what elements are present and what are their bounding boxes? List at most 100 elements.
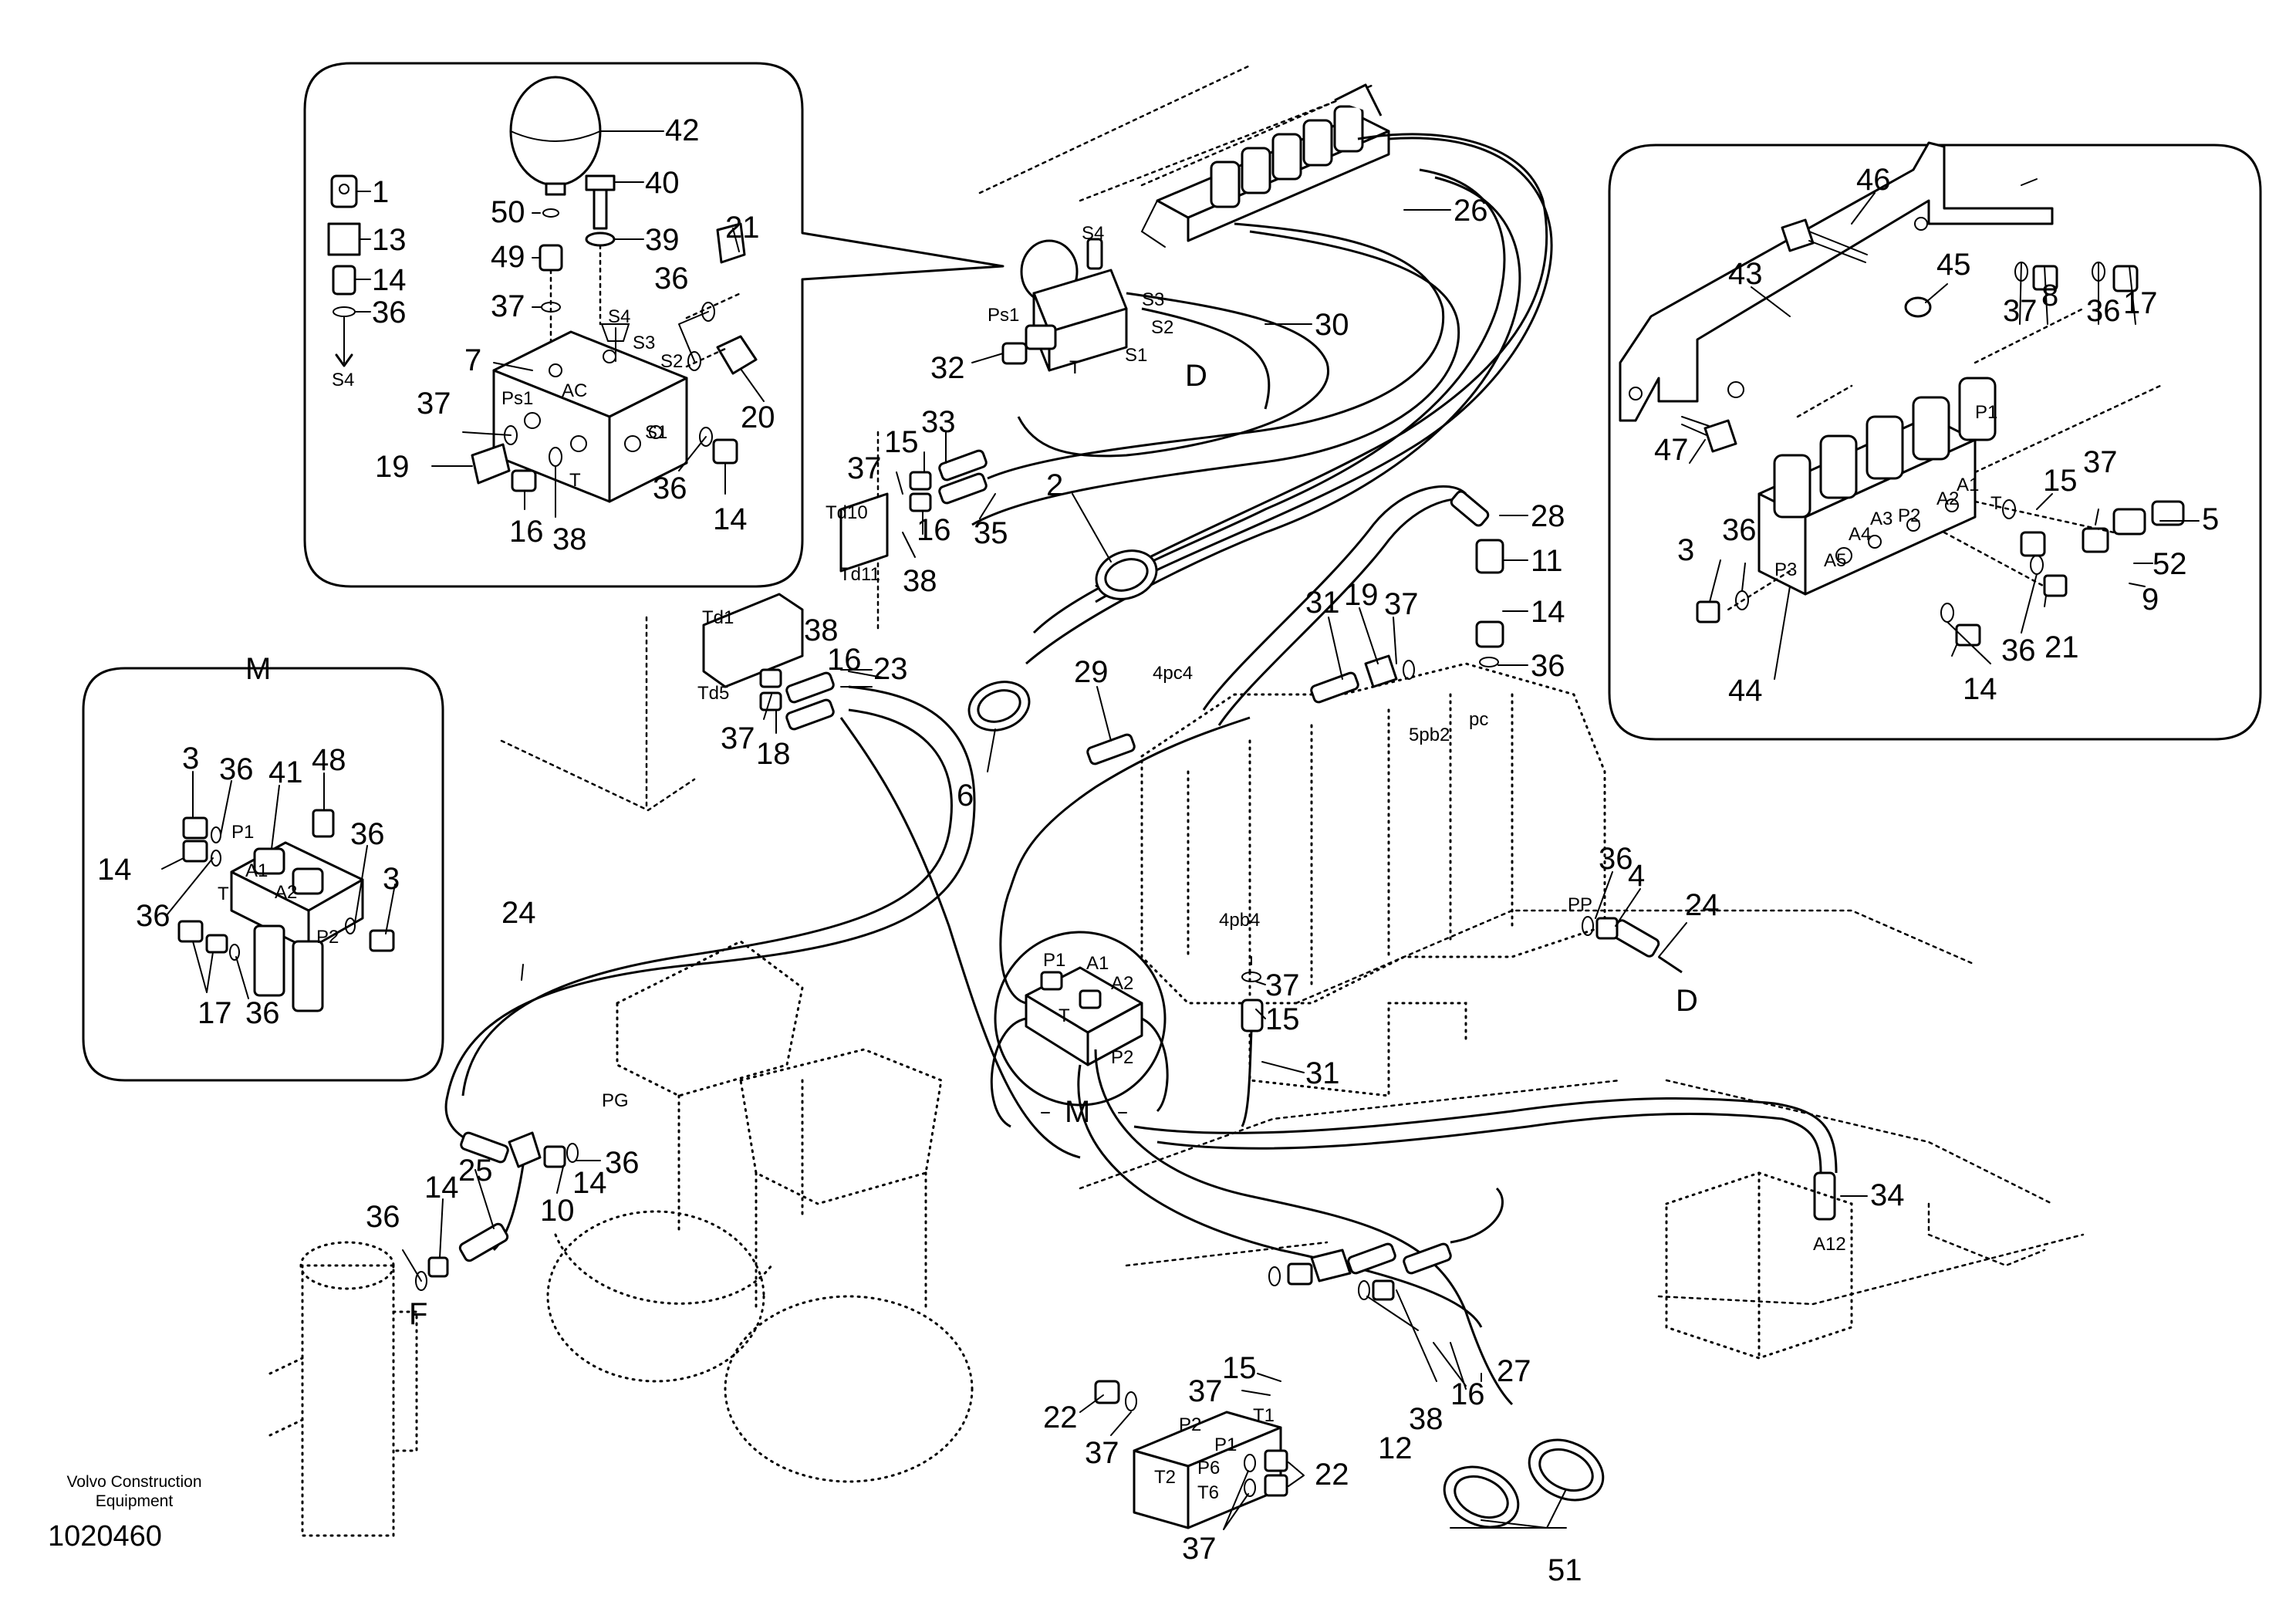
port-label: P2 (1179, 1414, 1201, 1435)
port-label: 4pb4 (1219, 910, 1260, 931)
port-label: S1 (1125, 345, 1147, 366)
port-label: S4 (608, 306, 630, 327)
callout: 42 (665, 113, 700, 147)
callout: 16 (509, 515, 544, 549)
hose-clamps-51 (1443, 1438, 1605, 1529)
callouts-detail-m: M 3 36 41 48 14 36 3 36 17 36 (97, 652, 400, 1030)
port-label: P6 (1197, 1458, 1220, 1478)
port-label: S4 (332, 370, 354, 390)
callout: 46 (1856, 163, 1891, 197)
callout: 14 (372, 263, 407, 297)
port-label: Td5 (697, 683, 729, 704)
callout: 19 (375, 450, 410, 484)
callout: 36 (372, 296, 407, 329)
hose-clamp-6 (967, 681, 1031, 732)
callout: 24 (1685, 888, 1720, 922)
callout: 43 (1728, 257, 1763, 291)
callout: 33 (921, 405, 956, 439)
callout: 15 (2043, 464, 2078, 498)
callout: 47 (1654, 433, 1689, 467)
callout: 36 (366, 1200, 400, 1234)
port-label: S3 (1142, 289, 1164, 310)
port-label: AC (562, 380, 587, 401)
callouts-right: 46 43 45 37 8 36 17 15 37 5 52 9 3 36 21… (1654, 163, 2219, 708)
callout: 7 (464, 343, 481, 377)
callout: 32 (930, 351, 965, 385)
callout: 14 (572, 1166, 607, 1200)
callout: 52 (2152, 547, 2187, 581)
callout: 38 (903, 564, 937, 598)
port-label: T2 (1154, 1467, 1176, 1488)
callouts-main: 26 30 32 33 15 37 2 35 16 38 28 11 31 19… (366, 194, 1905, 1587)
callout: 22 (1043, 1401, 1078, 1434)
main-assembly (268, 64, 2085, 1537)
callout: 36 (605, 1146, 640, 1180)
callout: 37 (1085, 1436, 1119, 1470)
port-label: A1 (1957, 475, 1979, 495)
callout: 44 (1728, 674, 1763, 708)
callout: 23 (873, 652, 908, 686)
port-label: T (218, 884, 229, 904)
callout: 3 (182, 742, 199, 776)
callout: 40 (645, 166, 680, 200)
callout: 21 (725, 211, 760, 245)
callout: 36 (2001, 634, 2036, 667)
hose-clamp-2 (1095, 549, 1158, 600)
callout: 10 (540, 1194, 575, 1228)
callout: 26 (1454, 194, 1488, 228)
port-label: P2 (1111, 1047, 1133, 1068)
port-label: D (1676, 984, 1698, 1018)
callout: 17 (198, 996, 232, 1030)
callout: 11 (1531, 544, 1563, 578)
callout: 24 (501, 896, 536, 930)
callout: 36 (2086, 294, 2121, 328)
port-label: S1 (645, 422, 667, 443)
callout: 31 (1305, 1056, 1340, 1090)
callout: 41 (268, 755, 303, 789)
callout: 37 (417, 387, 451, 421)
port-label: P1 (1043, 950, 1065, 971)
port-label: A4 (1849, 524, 1871, 545)
port-label: PP (1568, 894, 1592, 915)
callout: 37 (2003, 294, 2038, 328)
callout: 14 (97, 853, 132, 887)
callout: 39 (645, 223, 680, 257)
port-label: A2 (1111, 973, 1133, 994)
port-label: Td1 (702, 607, 734, 628)
callout: 25 (458, 1154, 493, 1188)
callout: M (245, 652, 271, 686)
port-label: T1 (1253, 1405, 1275, 1426)
callout: 31 (1305, 586, 1340, 620)
callout: 37 (1188, 1374, 1223, 1408)
callout: 27 (1497, 1354, 1531, 1388)
port-label: P1 (1214, 1434, 1237, 1455)
callout: 29 (1074, 655, 1109, 689)
callout: 37 (2083, 445, 2118, 479)
callout: 30 (1315, 308, 1349, 342)
port-label: P1 (231, 822, 254, 843)
port-label: A2 (275, 882, 297, 903)
callout: 37 (847, 451, 882, 485)
port-label: T6 (1197, 1482, 1219, 1503)
inset-box-detail-m (82, 667, 444, 1082)
callout: 16 (1450, 1377, 1485, 1411)
inset-box-top-left (303, 62, 1004, 588)
callout: 37 (721, 721, 755, 755)
port-label: P2 (1898, 505, 1920, 526)
port-label: P2 (316, 927, 339, 948)
callout: 14 (1531, 595, 1565, 629)
callout: 36 (350, 817, 385, 851)
port-label: A2 (1936, 488, 1959, 509)
callout: 37 (1384, 587, 1419, 621)
callout: 36 (219, 752, 254, 786)
callout: 51 (1548, 1553, 1582, 1587)
callout: 9 (2142, 583, 2159, 617)
port-label: T (569, 470, 581, 491)
callout: 5 (2202, 502, 2219, 536)
callout: 37 (491, 289, 525, 323)
callout: 20 (741, 400, 775, 434)
callout: 19 (1344, 578, 1379, 612)
port-label: A1 (1086, 953, 1109, 974)
port-label: T (1059, 1005, 1070, 1026)
